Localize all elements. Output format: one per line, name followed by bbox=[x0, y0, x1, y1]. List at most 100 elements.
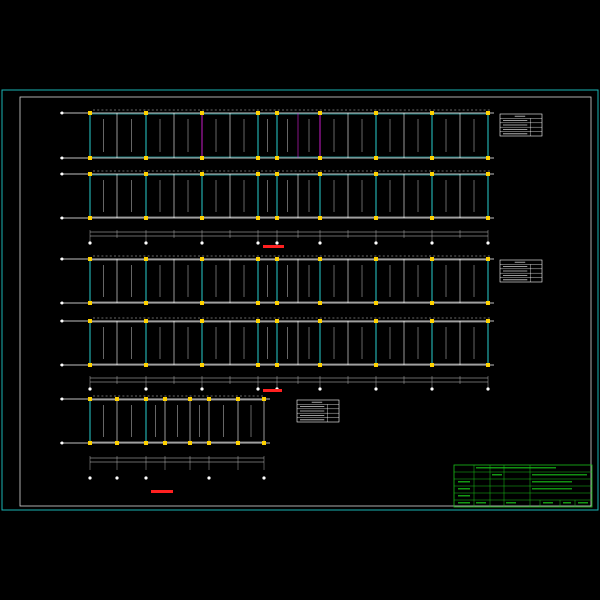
column-marker bbox=[275, 301, 279, 305]
axis-bubble bbox=[256, 241, 260, 245]
column-marker bbox=[256, 363, 260, 367]
column-marker bbox=[88, 216, 92, 220]
column-marker bbox=[236, 441, 240, 445]
column-marker bbox=[115, 441, 119, 445]
column-marker bbox=[188, 397, 192, 401]
column-marker bbox=[262, 397, 266, 401]
axis-bubble bbox=[60, 363, 64, 367]
axis-bubble bbox=[262, 476, 266, 480]
column-marker bbox=[318, 319, 322, 323]
axis-bubble bbox=[60, 441, 64, 445]
column-marker bbox=[144, 397, 148, 401]
column-marker bbox=[144, 319, 148, 323]
axis-bubble bbox=[60, 156, 64, 160]
column-marker bbox=[88, 397, 92, 401]
section-mark bbox=[263, 245, 284, 248]
column-marker bbox=[374, 111, 378, 115]
column-marker bbox=[275, 319, 279, 323]
floor-plan-middle bbox=[60, 255, 494, 392]
axis-bubble bbox=[374, 241, 378, 245]
column-marker bbox=[144, 301, 148, 305]
column-marker bbox=[374, 257, 378, 261]
column-marker bbox=[188, 441, 192, 445]
column-marker bbox=[275, 257, 279, 261]
axis-bubble bbox=[430, 387, 434, 391]
axis-bubble bbox=[60, 257, 64, 261]
column-marker bbox=[430, 363, 434, 367]
column-marker bbox=[486, 363, 490, 367]
column-marker bbox=[200, 257, 204, 261]
title-block bbox=[453, 464, 593, 508]
axis-bubble bbox=[144, 387, 148, 391]
axis-bubble bbox=[275, 241, 279, 245]
column-marker bbox=[486, 257, 490, 261]
column-marker bbox=[144, 111, 148, 115]
column-marker bbox=[374, 156, 378, 160]
column-marker bbox=[374, 319, 378, 323]
column-marker bbox=[88, 441, 92, 445]
column-marker bbox=[430, 156, 434, 160]
column-marker bbox=[200, 319, 204, 323]
column-marker bbox=[88, 111, 92, 115]
column-marker bbox=[486, 301, 490, 305]
column-marker bbox=[486, 216, 490, 220]
column-marker bbox=[200, 216, 204, 220]
axis-bubble bbox=[207, 476, 211, 480]
column-marker bbox=[486, 111, 490, 115]
column-marker bbox=[374, 301, 378, 305]
column-marker bbox=[200, 363, 204, 367]
column-marker bbox=[318, 156, 322, 160]
column-marker bbox=[144, 363, 148, 367]
column-marker bbox=[318, 257, 322, 261]
column-marker bbox=[430, 319, 434, 323]
column-marker bbox=[318, 172, 322, 176]
column-marker bbox=[200, 172, 204, 176]
axis-bubble bbox=[318, 241, 322, 245]
column-marker bbox=[318, 216, 322, 220]
column-marker bbox=[236, 397, 240, 401]
axis-bubble bbox=[374, 387, 378, 391]
column-marker bbox=[256, 111, 260, 115]
column-marker bbox=[374, 363, 378, 367]
outer-frame bbox=[1, 89, 599, 511]
column-marker bbox=[88, 156, 92, 160]
column-marker bbox=[318, 301, 322, 305]
axis-bubble bbox=[144, 241, 148, 245]
column-marker bbox=[144, 441, 148, 445]
column-marker bbox=[256, 216, 260, 220]
column-marker bbox=[430, 301, 434, 305]
legend-table-middle bbox=[499, 259, 543, 283]
column-marker bbox=[200, 301, 204, 305]
column-marker bbox=[200, 111, 204, 115]
legend-border bbox=[499, 259, 543, 283]
column-marker bbox=[486, 319, 490, 323]
column-marker bbox=[88, 257, 92, 261]
column-marker bbox=[88, 363, 92, 367]
column-marker bbox=[430, 172, 434, 176]
column-marker bbox=[318, 363, 322, 367]
column-marker bbox=[256, 319, 260, 323]
axis-bubble bbox=[60, 111, 64, 115]
section-mark bbox=[151, 490, 173, 493]
column-marker bbox=[207, 397, 211, 401]
axis-bubble bbox=[60, 319, 64, 323]
axis-bubble bbox=[200, 241, 204, 245]
column-marker bbox=[88, 319, 92, 323]
legend-border bbox=[499, 113, 543, 137]
column-marker bbox=[374, 216, 378, 220]
axis-bubble bbox=[486, 241, 490, 245]
axis-bubble bbox=[88, 476, 92, 480]
axis-bubble bbox=[430, 241, 434, 245]
legend-border bbox=[296, 399, 340, 423]
column-marker bbox=[430, 257, 434, 261]
axis-bubble bbox=[256, 387, 260, 391]
axis-bubble bbox=[88, 241, 92, 245]
column-marker bbox=[374, 172, 378, 176]
column-marker bbox=[486, 156, 490, 160]
column-marker bbox=[256, 172, 260, 176]
column-marker bbox=[256, 257, 260, 261]
inner-frame bbox=[19, 96, 592, 507]
column-marker bbox=[144, 156, 148, 160]
column-marker bbox=[318, 111, 322, 115]
